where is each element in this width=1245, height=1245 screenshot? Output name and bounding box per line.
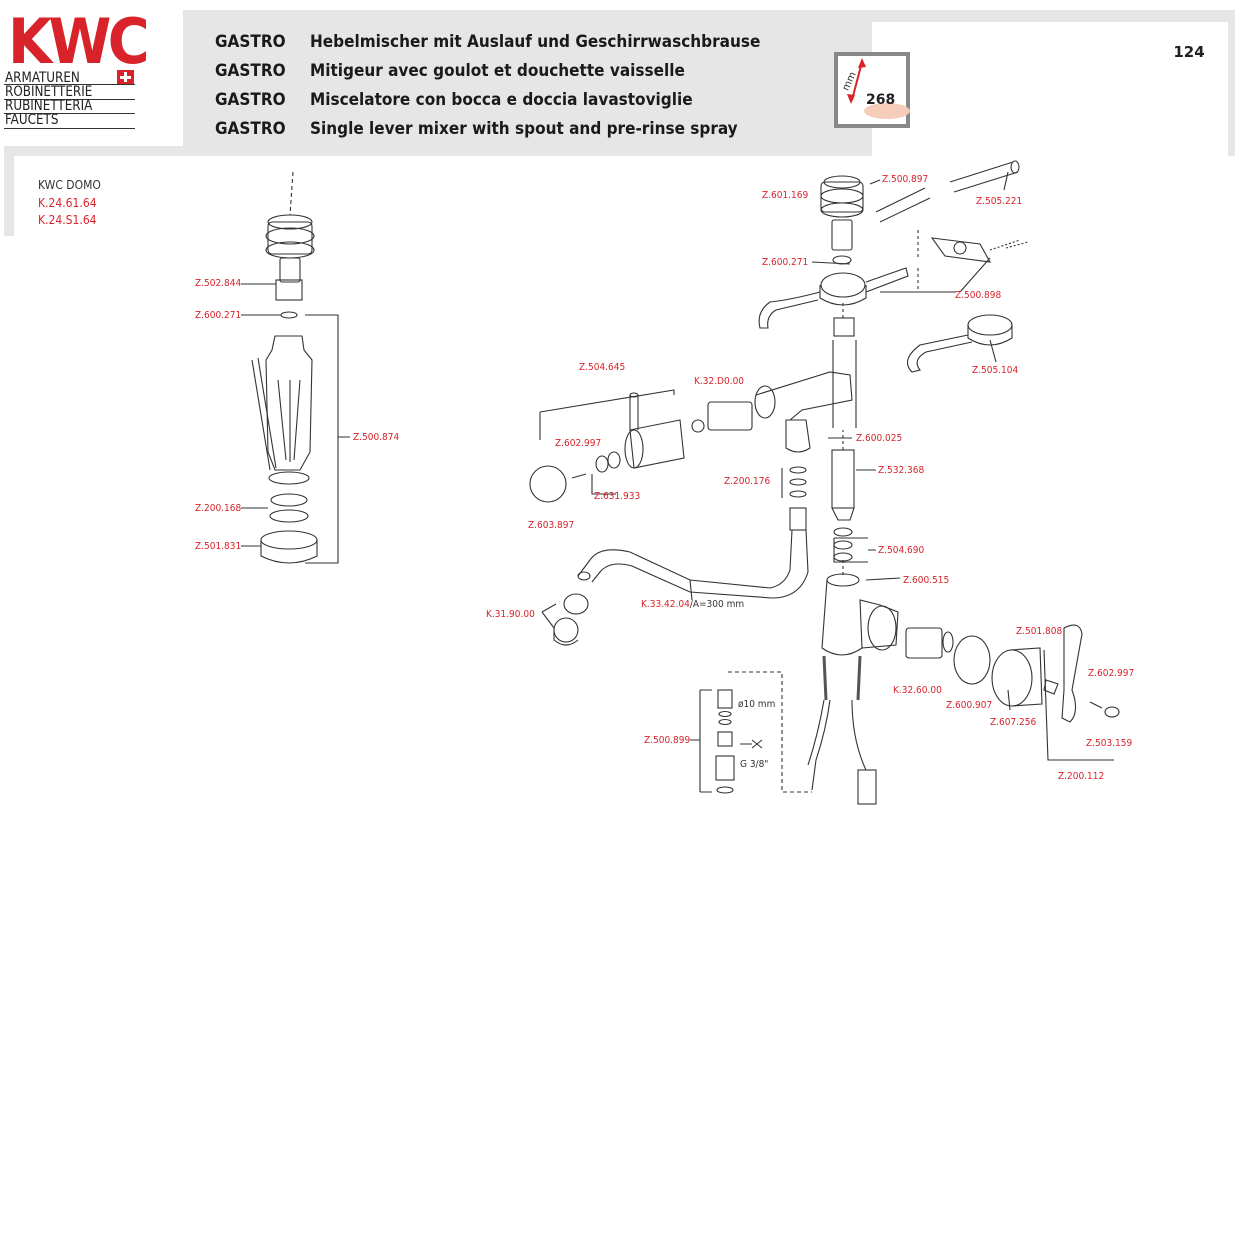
part-label: Z.500.898	[955, 290, 1002, 301]
side-band	[4, 156, 14, 236]
spray-head-assembly	[241, 171, 350, 564]
logo-line-3: RUBINETTERIA	[5, 98, 93, 114]
part-label: Z.200.168	[195, 503, 242, 514]
part-label: Z.600.271	[195, 310, 242, 321]
page-number: 124	[1166, 43, 1212, 65]
part-label: Z.631.933	[594, 491, 641, 502]
part-label: Z.607.256	[990, 717, 1037, 728]
logo-line-2: ROBINETTERIE	[5, 84, 93, 100]
part-label: Z.500.897	[882, 174, 929, 185]
part-label: Z.501.808	[1016, 626, 1063, 637]
model-title: KWC DOMO	[38, 178, 101, 192]
swiss-cross-icon	[117, 70, 134, 84]
part-label: Z.505.221	[976, 196, 1023, 207]
dimension-value: 268	[866, 92, 896, 108]
part-label: Z.503.159	[1086, 738, 1133, 749]
part-label: K.31.90.00	[486, 609, 535, 620]
logo-wordmark: KWC	[8, 5, 150, 78]
part-label: Z.602.997	[1088, 668, 1135, 679]
part-label: Z.200.112	[1058, 771, 1105, 782]
part-label: Z.600.515	[903, 575, 950, 586]
part-label: Z.532.368	[878, 465, 925, 476]
part-label: Z.500.899	[644, 735, 691, 746]
thread-size-label: G 3/8"	[740, 759, 769, 770]
part-label: Z.600.907	[946, 700, 993, 711]
part-label: Z.500.874	[353, 432, 400, 443]
kwc-logo: KWC	[4, 6, 150, 130]
dimension-oval	[864, 103, 910, 119]
part-label: Z.505.104	[972, 365, 1019, 376]
header-right-area	[872, 22, 1228, 156]
header-band-left	[4, 146, 194, 156]
part-label: Z.602.997	[555, 438, 602, 449]
part-label: Z.502.844	[195, 278, 242, 289]
part-label: Z.504.645	[579, 362, 626, 373]
mixer-body-assembly	[529, 160, 1120, 805]
header-strip	[194, 146, 872, 156]
part-label: K.32.D0.00	[694, 376, 745, 387]
model-code-2: K.24.S1.64	[38, 213, 97, 227]
part-label: K.32.60.00	[893, 685, 942, 696]
model-code-1: K.24.61.64	[38, 196, 97, 210]
part-label: Z.600.025	[856, 433, 903, 444]
part-label: Z.601.169	[762, 190, 809, 201]
part-label: Z.603.897	[528, 520, 575, 531]
logo-rule	[4, 113, 135, 114]
logo-rule	[4, 99, 135, 100]
logo-rule	[4, 84, 135, 85]
part-label: K.33.42.04/A=300 mm	[641, 599, 745, 610]
logo-line-4: FAUCETS	[5, 112, 59, 128]
logo-line-1: ARMATUREN	[5, 70, 80, 86]
logo-rule	[4, 128, 135, 129]
part-label: Z.200.176	[724, 476, 771, 487]
part-label: Z.600.271	[762, 257, 809, 268]
part-label: Z.501.831	[195, 541, 242, 552]
pipe-diameter-label: ø10 mm	[738, 699, 776, 710]
part-label: Z.504.690	[878, 545, 925, 556]
